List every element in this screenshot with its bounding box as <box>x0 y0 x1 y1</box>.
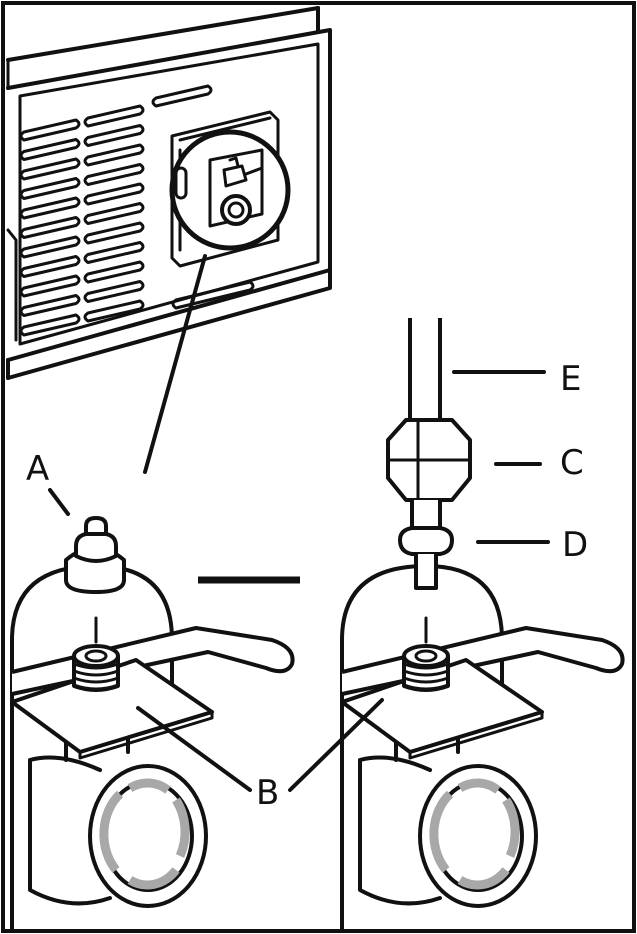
label-b: B <box>256 773 279 813</box>
vent-slot <box>83 241 145 264</box>
vent-slot <box>19 255 81 278</box>
vent-slot <box>19 157 81 181</box>
drain-valve-right <box>340 564 625 932</box>
vent-slot <box>83 221 145 245</box>
label-d: D <box>562 525 588 565</box>
label-c: C <box>560 443 584 483</box>
vent-slot <box>19 216 81 239</box>
vent-slot <box>83 143 145 167</box>
vent-slot <box>83 124 145 147</box>
vent-slot <box>19 313 81 337</box>
vent-slot <box>151 84 213 108</box>
vent-slot <box>19 196 81 220</box>
valve-cap <box>64 516 126 594</box>
magnifier-circle-icon <box>169 129 291 251</box>
vent-slot <box>19 118 81 142</box>
vent-slot <box>19 138 81 161</box>
vent-slot <box>83 280 145 303</box>
vent-slot <box>83 104 145 128</box>
vent-slot <box>83 182 145 206</box>
vent-slot <box>19 235 81 259</box>
valve-nipple <box>402 644 450 668</box>
machine-panel <box>6 6 332 380</box>
vent-slot <box>83 163 145 186</box>
hose-fitting-icon <box>386 318 472 590</box>
vent-slot <box>83 202 145 225</box>
vent-slot <box>171 280 255 310</box>
label-e: E <box>560 359 581 399</box>
vent-slot <box>19 294 81 317</box>
label-leaders <box>48 370 550 792</box>
vent-slot <box>83 260 145 284</box>
valve-nipple <box>72 644 120 668</box>
magnify-leader-line <box>143 254 207 474</box>
vent-slot <box>83 299 145 323</box>
vent-slots-icon <box>19 84 255 337</box>
drain-valve-left <box>10 564 295 932</box>
vent-slot <box>19 274 81 298</box>
label-a: A <box>26 449 49 489</box>
vent-slot <box>19 177 81 200</box>
drain-port-recess <box>169 110 291 268</box>
